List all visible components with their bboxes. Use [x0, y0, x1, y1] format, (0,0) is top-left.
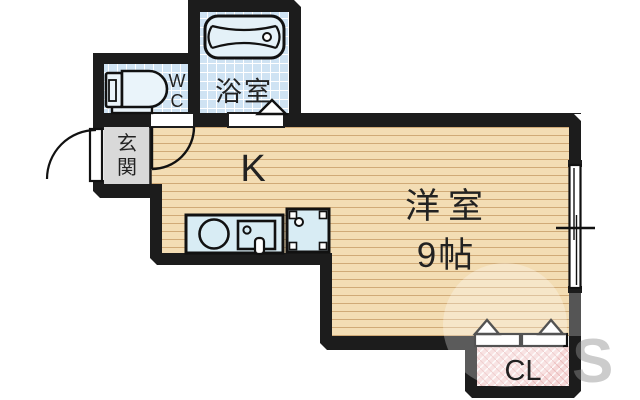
- entrance-floor: [104, 127, 150, 184]
- faucet-icon: [253, 236, 266, 256]
- western-room-label: 洋室: [405, 187, 491, 226]
- window-icon: [556, 160, 595, 293]
- kitchen-label: K: [240, 148, 265, 190]
- wall-corner-bevels: [93, 0, 581, 398]
- closet-label: CL: [504, 355, 541, 387]
- western-room-size: 9帖: [417, 236, 475, 275]
- wc-door-swing-icon: [151, 126, 196, 171]
- entrance-door-swing-icon: [45, 128, 97, 180]
- watermark: S: [443, 263, 613, 396]
- washing-machine-pan-icon: [285, 207, 331, 254]
- watermark-text: S: [572, 327, 613, 396]
- bath-door-opening: [227, 112, 285, 128]
- closet-doors: [472, 318, 569, 348]
- entrance-door-leaf: [88, 127, 104, 183]
- kitchen-counter-icon: [184, 213, 285, 256]
- bath-door-marker-icon: [255, 98, 289, 116]
- walls: [93, 0, 581, 398]
- entrance-label-char1: 玄: [117, 132, 137, 155]
- closet-floor: [477, 346, 569, 387]
- toilet-label-line1: W: [169, 71, 186, 91]
- gas-stove-icon: [198, 218, 230, 250]
- entrance-label-char2: 関: [117, 157, 137, 179]
- wood-floor-planks: [150, 127, 569, 336]
- closet-door-marker-icon: [536, 318, 566, 336]
- doors-and-openings: [45, 98, 595, 348]
- wc-door-opening: [149, 112, 195, 128]
- bathtub-icon: [203, 14, 286, 60]
- toilet-label-line2: C: [171, 91, 184, 111]
- bathroom-label: 浴室: [215, 77, 273, 107]
- fixtures: [104, 14, 331, 256]
- floors: [104, 12, 569, 387]
- closet-door-marker-icon: [472, 318, 502, 336]
- room-labels: 浴室 W C 玄 関 K 洋室 9帖 CL: [117, 71, 542, 387]
- toilet-icon: [104, 69, 169, 115]
